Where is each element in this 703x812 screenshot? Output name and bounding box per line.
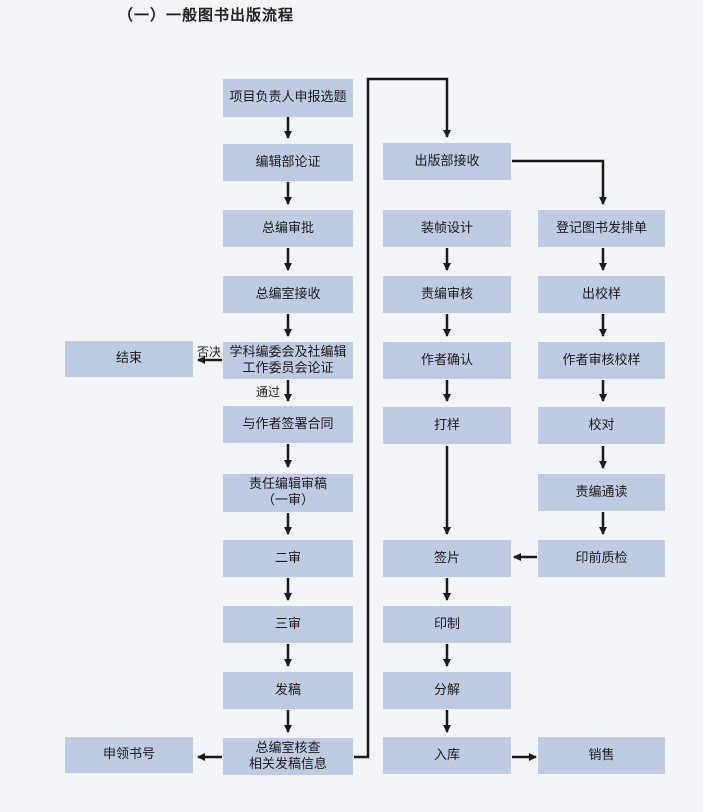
publishing-receive-box: 出版部接收 bbox=[383, 143, 511, 180]
proof-out-box: 出校样 bbox=[538, 276, 665, 313]
submit-manuscript-box: 发稿 bbox=[223, 672, 353, 709]
distribute-box: 分解 bbox=[383, 672, 511, 709]
apply-topic-box: 项目负责人申报选题 bbox=[223, 79, 353, 117]
proof-print-box: 打样 bbox=[383, 407, 511, 444]
third-review-box: 三审 bbox=[223, 606, 353, 643]
reject-label: 否决 bbox=[197, 345, 222, 359]
binding-design-box: 装帧设计 bbox=[383, 210, 511, 247]
sales-box: 销售 bbox=[538, 737, 665, 774]
sign-contract-box: 与作者签署合同 bbox=[223, 406, 353, 443]
committee-review-line1: 学科编委会及社编辑 bbox=[229, 344, 347, 360]
printing-box: 印制 bbox=[383, 606, 511, 643]
warehouse-box: 入库 bbox=[383, 737, 511, 774]
page-title: （一）一般图书出版流程 bbox=[118, 6, 295, 24]
second-review-box: 二审 bbox=[223, 540, 353, 577]
end-box: 结束 bbox=[65, 341, 193, 377]
first-review-line2: （一审） bbox=[261, 493, 314, 508]
chief-office-check-box: 总编室核查 相关发稿信息 bbox=[223, 738, 353, 775]
sign-film-box: 签片 bbox=[383, 540, 511, 577]
committee-review-line2: 工作委员会论证 bbox=[242, 360, 334, 376]
chief-office-check-line1: 总编室核查 bbox=[255, 740, 321, 756]
chief-office-check-line2: 相关发稿信息 bbox=[248, 756, 327, 772]
chief-office-receive-box: 总编室接收 bbox=[223, 276, 353, 313]
editorial-review-box: 编辑部论证 bbox=[223, 144, 353, 181]
committee-review-box: 学科编委会及社编辑 工作委员会论证 bbox=[223, 342, 353, 379]
first-review-line1: 责任编辑审稿 bbox=[248, 477, 327, 492]
chief-approval-box: 总编审批 bbox=[223, 210, 353, 247]
first-review-box: 责任编辑审稿 （一审） bbox=[223, 474, 353, 512]
register-typeset-box: 登记图书发排单 bbox=[538, 210, 665, 247]
author-proof-review-box: 作者审核校样 bbox=[538, 342, 665, 379]
apply-book-number-box: 申领书号 bbox=[65, 737, 193, 773]
editor-check-box: 责编审核 bbox=[383, 276, 511, 313]
preprint-qc-box: 印前质检 bbox=[538, 540, 665, 577]
editor-read-through-box: 责编通读 bbox=[538, 474, 665, 511]
proofread-box: 校对 bbox=[538, 407, 665, 444]
pass-label: 通过 bbox=[256, 385, 281, 399]
author-confirm-box: 作者确认 bbox=[383, 342, 511, 379]
